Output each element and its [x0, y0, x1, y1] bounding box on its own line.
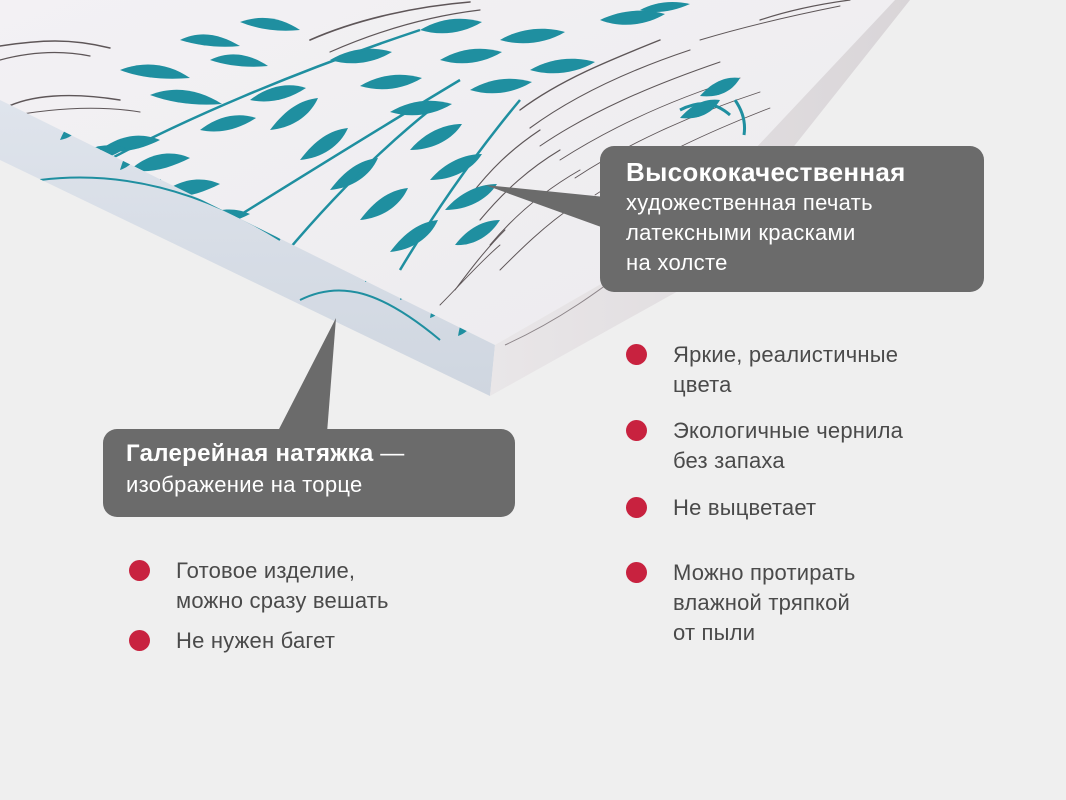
print-quality-line-3: на холсте	[626, 250, 728, 275]
quality-callout-pointer	[485, 185, 615, 232]
gallery-wrap-heading: Галерейная натяжка —	[126, 438, 495, 470]
feature-line: Не выцветает	[673, 495, 817, 520]
red-dot-bullet-icon	[626, 562, 647, 583]
gallery-callout-pointer	[277, 318, 336, 433]
list-item: Яркие, реалистичные цвета	[626, 340, 1046, 400]
feature-line: можно сразу вешать	[176, 588, 389, 613]
red-dot-bullet-icon	[626, 420, 647, 441]
red-dot-bullet-icon	[626, 497, 647, 518]
list-item: Экологичные чернила без запаха	[626, 416, 1046, 476]
features-list-left: Готовое изделие, можно сразу вешать Не н…	[129, 556, 469, 656]
gallery-wrap-title: Галерейная натяжка	[126, 440, 374, 467]
print-quality-line-1: художественная печать	[626, 190, 873, 215]
list-item: Не выцветает	[626, 493, 1046, 523]
red-dot-bullet-icon	[626, 344, 647, 365]
gallery-wrap-dash: —	[373, 440, 405, 467]
gallery-wrap-line-1: изображение на торце	[126, 472, 363, 497]
feature-line: Экологичные чернила	[673, 418, 904, 443]
print-quality-title: Высококачественная	[626, 157, 906, 187]
feature-line: Не нужен багет	[176, 628, 336, 653]
feature-line: Готовое изделие,	[176, 558, 356, 583]
list-item: Не нужен багет	[129, 626, 469, 656]
leaf-stems	[89, 28, 521, 271]
feature-line: влажной тряпкой	[673, 590, 851, 615]
features-list-right: Яркие, реалистичные цвета Экологичные че…	[626, 340, 1046, 648]
print-quality-line-2: латексными красками	[626, 220, 856, 245]
sketch-strokes	[0, 0, 851, 306]
gallery-wrap-callout: Галерейная натяжка — изображение на торц…	[103, 429, 515, 517]
feature-line: цвета	[673, 372, 732, 397]
list-item: Готовое изделие, можно сразу вешать	[129, 556, 469, 616]
feature-line: Яркие, реалистичные	[673, 342, 899, 367]
red-dot-bullet-icon	[129, 560, 150, 581]
red-dot-bullet-icon	[129, 630, 150, 651]
list-item: Можно протирать влажной тряпкой от пыли	[626, 558, 1046, 648]
feature-line: Можно протирать	[673, 560, 856, 585]
feature-line: от пыли	[673, 620, 756, 645]
print-quality-callout: Высококачественная художественная печать…	[600, 146, 984, 292]
teal-leaves	[70, 2, 740, 257]
feature-line: без запаха	[673, 448, 785, 473]
